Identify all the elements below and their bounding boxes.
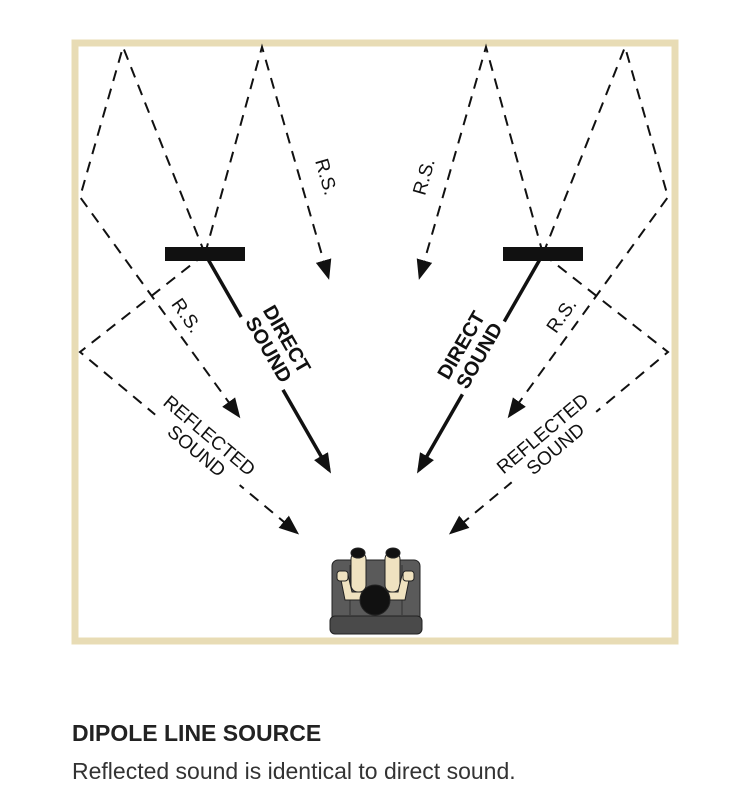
direct-sound-label-left: DIRECT SOUND	[236, 295, 321, 393]
caption-subtitle: Reflected sound is identical to direct s…	[72, 758, 516, 784]
rs-label-left-bottom: R.S.	[167, 293, 207, 338]
right-speaker	[503, 247, 583, 261]
dipole-diagram: DIRECT SOUND R.S. R.S. REFLECTED SOUND D…	[71, 39, 679, 645]
left-speaker	[165, 247, 245, 261]
room-border	[71, 39, 679, 645]
svg-text:R.S.: R.S.	[310, 156, 340, 197]
caption-title: DIPOLE LINE SOURCE	[72, 720, 322, 746]
svg-text:R.S.: R.S.	[409, 156, 439, 197]
rs-label-right-top: R.S.	[408, 154, 440, 199]
rs-label-right-bottom: R.S.	[541, 293, 581, 338]
rs-label-left-top: R.S.	[310, 154, 342, 199]
reflected-sound-label-left: REFLECTED SOUND	[147, 392, 259, 495]
listener-chair	[329, 547, 423, 635]
reflected-sound-label-right: REFLECTED SOUND	[493, 390, 605, 493]
direct-sound-label-right: DIRECT SOUND	[427, 301, 512, 399]
